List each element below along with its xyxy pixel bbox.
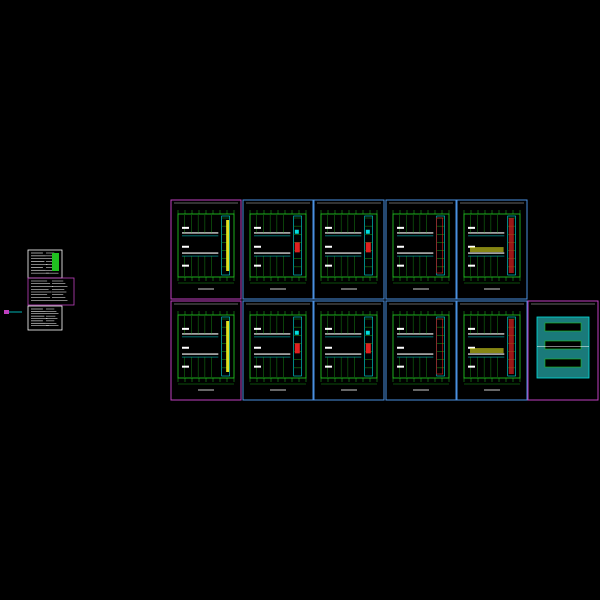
detail-mark-box [4,310,9,314]
stair-accent [226,220,230,271]
cover-sheet-2 [27,277,75,306]
room-tag [182,365,189,368]
equipment-accent [365,343,371,354]
equipment-accent [365,242,371,253]
roof-opening [544,340,582,350]
room-tag [325,264,332,267]
equipment-accent [508,319,514,374]
plan-sheet-r1-c5 [456,199,528,300]
plan-sheet-r1-c2 [242,199,314,300]
equipment-accent [294,330,299,335]
right-wing [507,215,516,276]
sheet-frame [385,300,457,401]
right-wing [293,215,302,276]
right-wing [293,316,302,377]
plan-sheet-r1-c3 [313,199,385,300]
room-tag [182,264,189,267]
plan-sheet-r2-c1 [170,300,242,401]
room-tag [468,365,475,368]
stair-accent [226,321,230,372]
legend-block [52,253,59,271]
room-tag [254,346,261,349]
hallway-accent [470,247,504,253]
plan-sheet-r2-c6 [527,300,599,401]
plan-sheet-r1-c4 [385,199,457,300]
sheet-frame [242,300,314,401]
sheet-frame [385,199,457,300]
equipment-accent [294,242,300,253]
hallway-accent [470,348,504,354]
room-tag [397,226,404,229]
cover-frame [27,305,63,331]
room-tag [397,365,404,368]
room-tag [325,365,332,368]
room-tag [397,264,404,267]
sheet-frame [170,199,242,300]
room-tag [468,264,475,267]
right-wing [221,215,230,276]
room-tag [254,365,261,368]
right-wing [364,316,373,377]
equipment-accent [294,229,299,234]
room-tag [182,226,189,229]
room-tag [397,245,404,248]
plan-sheet-r2-c4 [385,300,457,401]
equipment-accent [508,218,514,273]
cover-frame [27,277,75,306]
roof-opening [544,322,582,332]
room-tag [397,346,404,349]
roof-opening [544,358,582,368]
room-tag [468,346,475,349]
room-tag [468,327,475,330]
plan-sheet-r1-c1 [170,199,242,300]
room-tag [325,245,332,248]
room-tag [182,346,189,349]
equipment-accent [436,318,443,375]
sheet-frame [313,300,385,401]
room-tag [325,346,332,349]
room-tag [254,264,261,267]
room-tag [325,327,332,330]
room-tag [468,226,475,229]
right-wing [364,215,373,276]
room-tag [182,327,189,330]
right-wing [507,316,516,377]
sheet-frame [313,199,385,300]
room-tag [397,327,404,330]
room-tag [325,226,332,229]
room-tag [254,327,261,330]
room-tag [468,245,475,248]
equipment-accent [365,229,370,234]
cover-sheet-3 [27,305,63,331]
room-tag [254,245,261,248]
plan-sheet-r2-c5 [456,300,528,401]
room-tag [254,226,261,229]
sheet-frame [242,199,314,300]
equipment-accent [436,217,443,274]
room-tag [182,245,189,248]
right-wing [221,316,230,377]
equipment-accent [365,330,370,335]
plan-sheet-r2-c3 [313,300,385,401]
plan-sheet-r2-c2 [242,300,314,401]
sheet-frame [170,300,242,401]
cover-sheet-1 [27,249,63,279]
equipment-accent [294,343,300,354]
